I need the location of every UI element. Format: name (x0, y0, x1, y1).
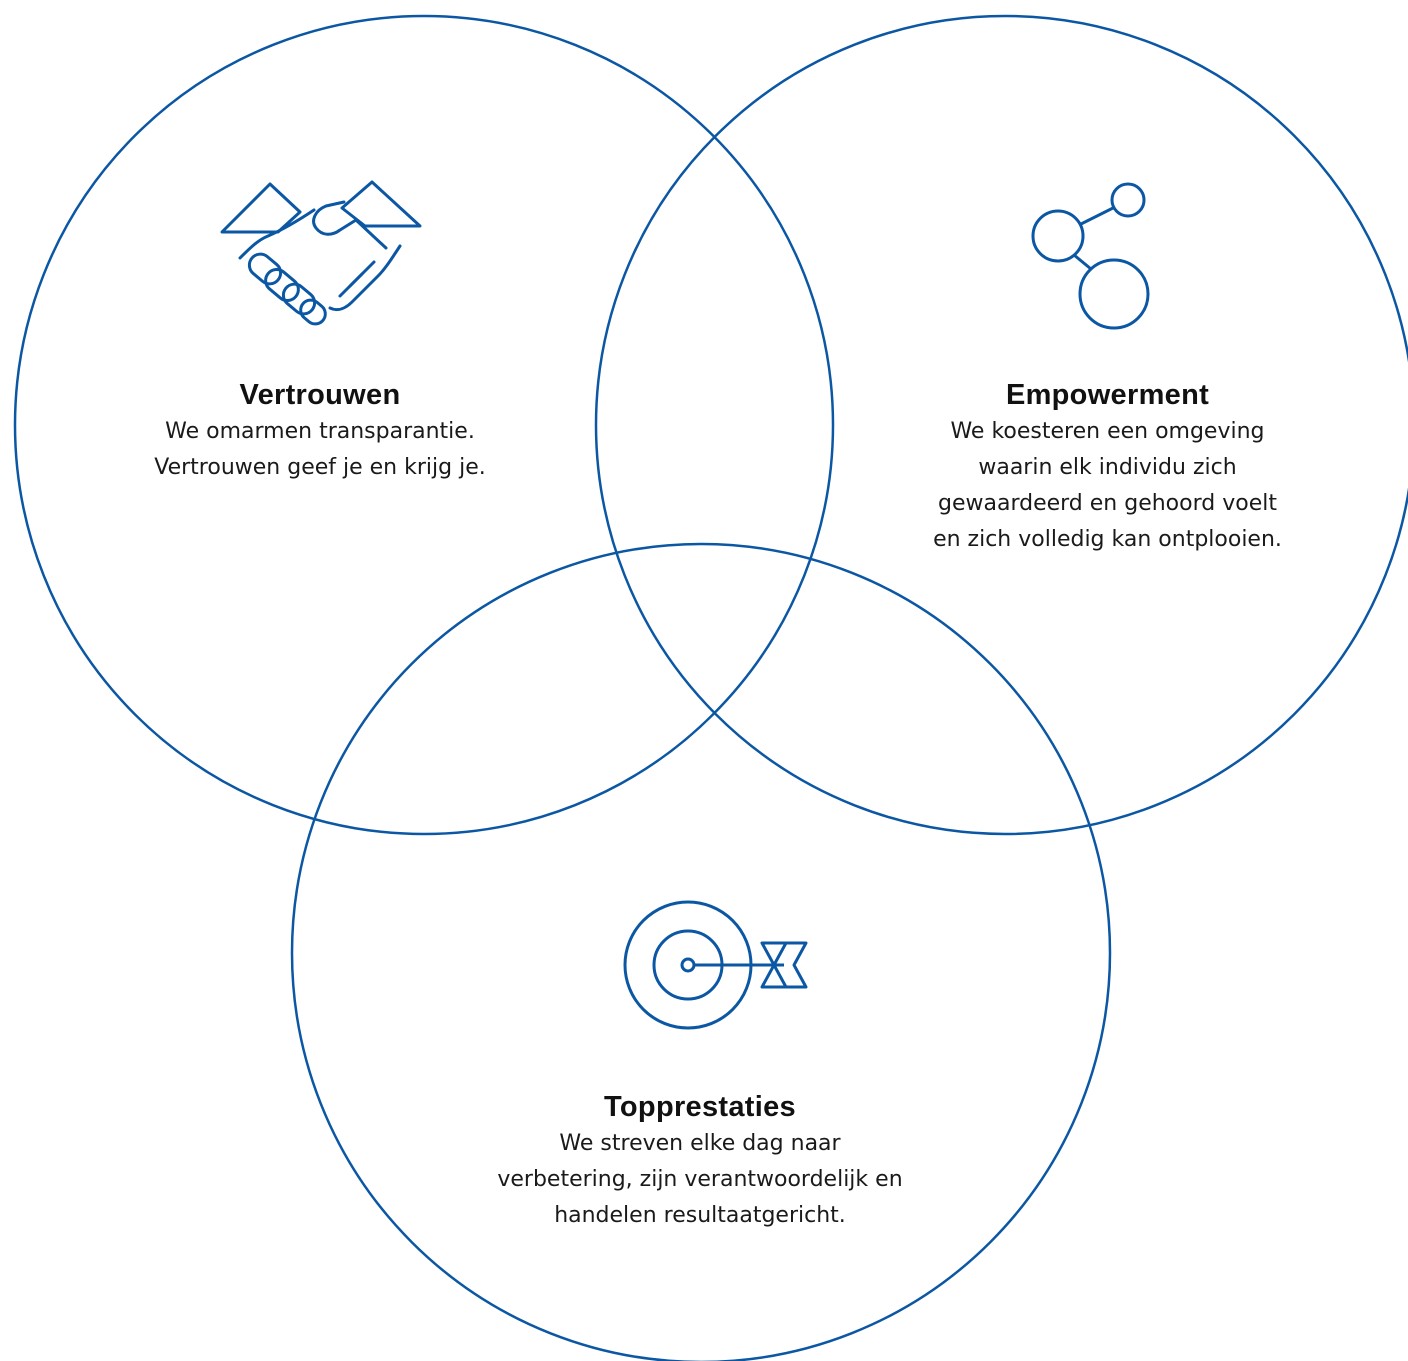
handshake-finger-1 (247, 252, 283, 286)
value-description: We koesteren een omgeving waarin elk ind… (905, 414, 1310, 558)
edge-top (1080, 206, 1114, 226)
target-bullseye (680, 957, 696, 973)
node-left (1031, 209, 1085, 263)
handshake-finger-2 (264, 268, 300, 302)
value-title: Vertrouwen (239, 379, 401, 411)
edge-bottom (1073, 253, 1092, 271)
description-line: gewaardeerd en gehoord voelt (938, 491, 1277, 516)
handshake-left-cuff (220, 182, 302, 234)
description-line: verbetering, zijn verantwoordelijk en (497, 1167, 903, 1192)
handshake-thumb (312, 200, 358, 236)
value-title: Empowerment (1005, 379, 1210, 411)
handshake-left-arm (238, 208, 316, 260)
value-block-topprestaties: Topprestaties We streven elke dag naar v… (470, 1090, 930, 1234)
handshake-right-hand (328, 244, 402, 312)
handshake-finger-3 (281, 282, 317, 316)
node-top (1110, 182, 1146, 218)
handshake-palm-line (354, 218, 388, 250)
circle-empowerment (594, 14, 1408, 836)
description-line: handelen resultaatgericht. (554, 1203, 846, 1228)
target-arrow-icon (623, 900, 808, 1030)
circle-vertrouwen (13, 14, 835, 836)
description-line: en zich volledig kan ontplooien. (933, 527, 1282, 552)
value-block-vertrouwen: Vertrouwen We omarmen transparantie. Ver… (120, 378, 520, 486)
description-line: We omarmen transparantie. (165, 419, 475, 444)
value-description: We omarmen transparantie. Vertrouwen gee… (120, 414, 520, 486)
handshake-finger-4 (299, 298, 327, 326)
description-line: waarin elk individu zich (978, 455, 1237, 480)
share-nodes-icon (1031, 182, 1150, 330)
description-line: We koesteren een omgeving (950, 419, 1265, 444)
handshake-finger-line-2 (338, 272, 364, 298)
circle-topprestaties (290, 542, 1112, 1361)
value-title: Topprestaties (604, 1091, 796, 1123)
arrow-fletch-front (784, 941, 808, 989)
description-line: Vertrouwen geef je en krijg je. (154, 455, 486, 480)
description-line: We streven elke dag naar (559, 1131, 841, 1156)
value-block-empowerment: Empowerment We koesteren een omgeving wa… (905, 378, 1310, 558)
node-bottom (1078, 258, 1150, 330)
handshake-right-cuff (340, 180, 422, 228)
value-description: We streven elke dag naar verbetering, zi… (470, 1126, 930, 1234)
handshake-icon (220, 180, 422, 326)
